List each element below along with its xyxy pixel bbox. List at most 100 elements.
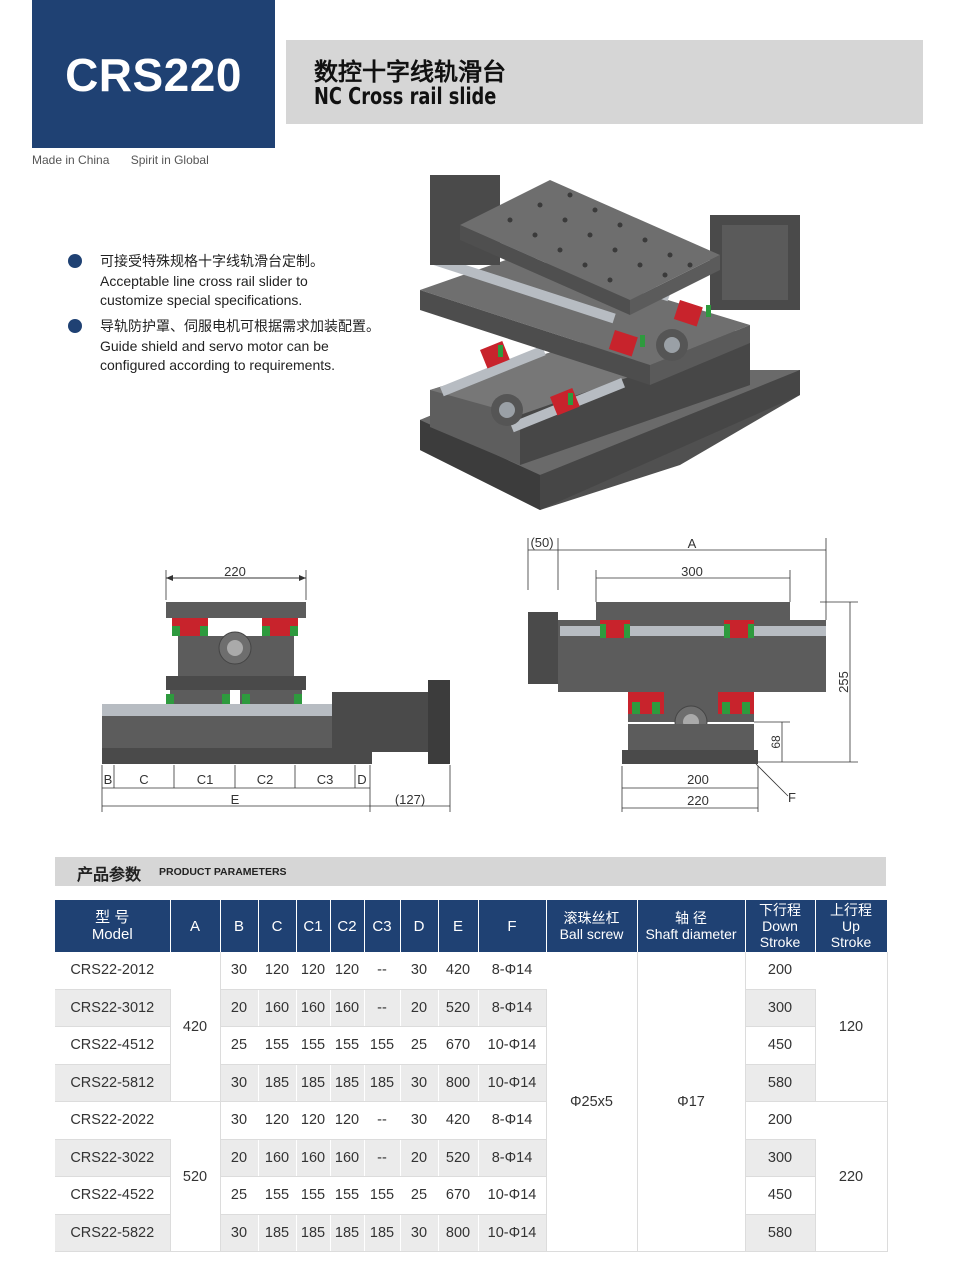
cell-down: 200 [745, 952, 816, 990]
bullet-icon [68, 319, 82, 333]
feature-en: Guide shield and servo motor can be [100, 337, 329, 354]
cell-up: 120 [814, 952, 888, 1102]
cell-d: 20 [400, 1139, 439, 1177]
cell-up: 220 [814, 1101, 888, 1252]
bullet-icon [68, 254, 82, 268]
cell-f: 8-Φ14 [478, 989, 547, 1027]
cell-e: 800 [438, 1214, 479, 1252]
label-c: C [139, 772, 148, 787]
cell-c: 185 [258, 1064, 297, 1102]
feature-zh: 导轨防护罩、伺服电机可根据需求加装配置。 [100, 318, 380, 334]
cell-c: 160 [258, 1139, 297, 1177]
cell-d: 30 [400, 1214, 439, 1252]
cell-e: 520 [438, 989, 479, 1027]
col-e: E [438, 900, 479, 952]
dim-200: 200 [687, 772, 709, 787]
cell-c: 120 [258, 1101, 297, 1140]
col-f: F [478, 900, 547, 952]
cell-b: 30 [220, 1101, 259, 1140]
tagline-spirit: Spirit in Global [130, 153, 209, 167]
cell-c2: 160 [330, 1139, 365, 1177]
label-c3: C3 [317, 772, 334, 787]
cell-c2: 185 [330, 1064, 365, 1102]
label-e: E [231, 792, 240, 807]
table-row: CRS22-4512 25 155 155 155 155 25 670 10-… [55, 1026, 887, 1065]
cell-c2: 160 [330, 989, 365, 1027]
model-banner: CRS220 [32, 0, 275, 148]
dim-255: 255 [836, 671, 851, 693]
cell-c2: 185 [330, 1214, 365, 1252]
cell-c: 185 [258, 1214, 297, 1252]
cell-c: 155 [258, 1176, 297, 1215]
cell-d: 30 [400, 1101, 439, 1140]
table-row: CRS22-4522 25 155 155 155 155 25 670 10-… [55, 1176, 887, 1215]
cell-d: 25 [400, 1176, 439, 1215]
cell-c2: 155 [330, 1176, 365, 1215]
cell-model: CRS22-4522 [55, 1176, 171, 1215]
cell-c: 155 [258, 1026, 297, 1065]
label-f: F [788, 790, 796, 805]
cell-f: 10-Φ14 [478, 1214, 547, 1252]
cell-model: CRS22-2022 [55, 1101, 171, 1140]
cell-down: 580 [745, 1064, 816, 1102]
cell-e: 420 [438, 1101, 479, 1140]
cell-f: 8-Φ14 [478, 1101, 547, 1140]
col-c1: C1 [296, 900, 331, 952]
cell-model: CRS22-4512 [55, 1026, 171, 1065]
cell-model: CRS22-2012 [55, 952, 171, 990]
cell-e: 420 [438, 952, 479, 990]
cell-a: 420 [169, 952, 221, 1102]
title-zh: 数控十字线轨滑台 [314, 58, 506, 86]
table-row: CRS22-2022 520 30 120 120 120 -- 30 420 … [55, 1101, 888, 1252]
tagline: Made in China Spirit in Global [32, 153, 227, 167]
col-a: A [170, 900, 221, 952]
cell-b: 20 [220, 1139, 259, 1177]
cell-model: CRS22-3012 [55, 989, 171, 1027]
cell-down: 450 [745, 1026, 816, 1065]
feature-en: Acceptable line cross rail slider to [100, 272, 308, 289]
col-c3: C3 [364, 900, 401, 952]
col-d: D [400, 900, 439, 952]
cell-c2: 155 [330, 1026, 365, 1065]
cell-c3: 185 [364, 1214, 401, 1252]
cell-b: 30 [220, 1064, 259, 1102]
cell-e: 670 [438, 1026, 479, 1065]
cell-e: 670 [438, 1176, 479, 1215]
feature-en: customize special specifications. [100, 292, 303, 308]
cell-c2: 120 [330, 952, 365, 990]
cell-c1: 155 [296, 1176, 331, 1215]
cell-c3: -- [364, 1101, 401, 1140]
table-row: CRS22-2012 420 30 120 120 120 -- 30 420 … [55, 952, 888, 1252]
cell-d: 20 [400, 989, 439, 1027]
cell-c1: 120 [296, 1101, 331, 1140]
table-row: CRS22-3012 20 160 160 160 -- 20 520 8-Φ1… [55, 989, 887, 1027]
cell-c3: -- [364, 1139, 401, 1177]
cell-c1: 160 [296, 989, 331, 1027]
dim-68: 68 [769, 735, 783, 749]
cell-down: 200 [745, 1101, 816, 1140]
table-row: CRS22-5812 30 185 185 185 185 30 800 10-… [55, 1064, 887, 1102]
side-view-drawing: (50) A 300 255 68 200 220 F [527, 535, 858, 812]
cell-down: 580 [745, 1214, 816, 1252]
title-banner: 数控十字线轨滑台 NC Cross rail slide [286, 40, 923, 124]
cell-ball-screw: Φ25x5 [545, 952, 638, 1252]
col-c2: C2 [330, 900, 365, 952]
cell-e: 520 [438, 1139, 479, 1177]
label-a: A [688, 536, 697, 551]
cell-f: 10-Φ14 [478, 1064, 547, 1102]
cell-down: 450 [745, 1176, 816, 1215]
feature-zh: 可接受特殊规格十字线轨滑台定制。 [100, 253, 324, 269]
cell-c3: 155 [364, 1026, 401, 1065]
cell-c1: 155 [296, 1026, 331, 1065]
cell-c3: 155 [364, 1176, 401, 1215]
cell-f: 10-Φ14 [478, 1026, 547, 1065]
cell-f: 10-Φ14 [478, 1176, 547, 1215]
label-127: (127) [395, 792, 425, 807]
feature-en: configured according to requirements. [100, 357, 336, 373]
label-c1: C1 [197, 772, 214, 787]
